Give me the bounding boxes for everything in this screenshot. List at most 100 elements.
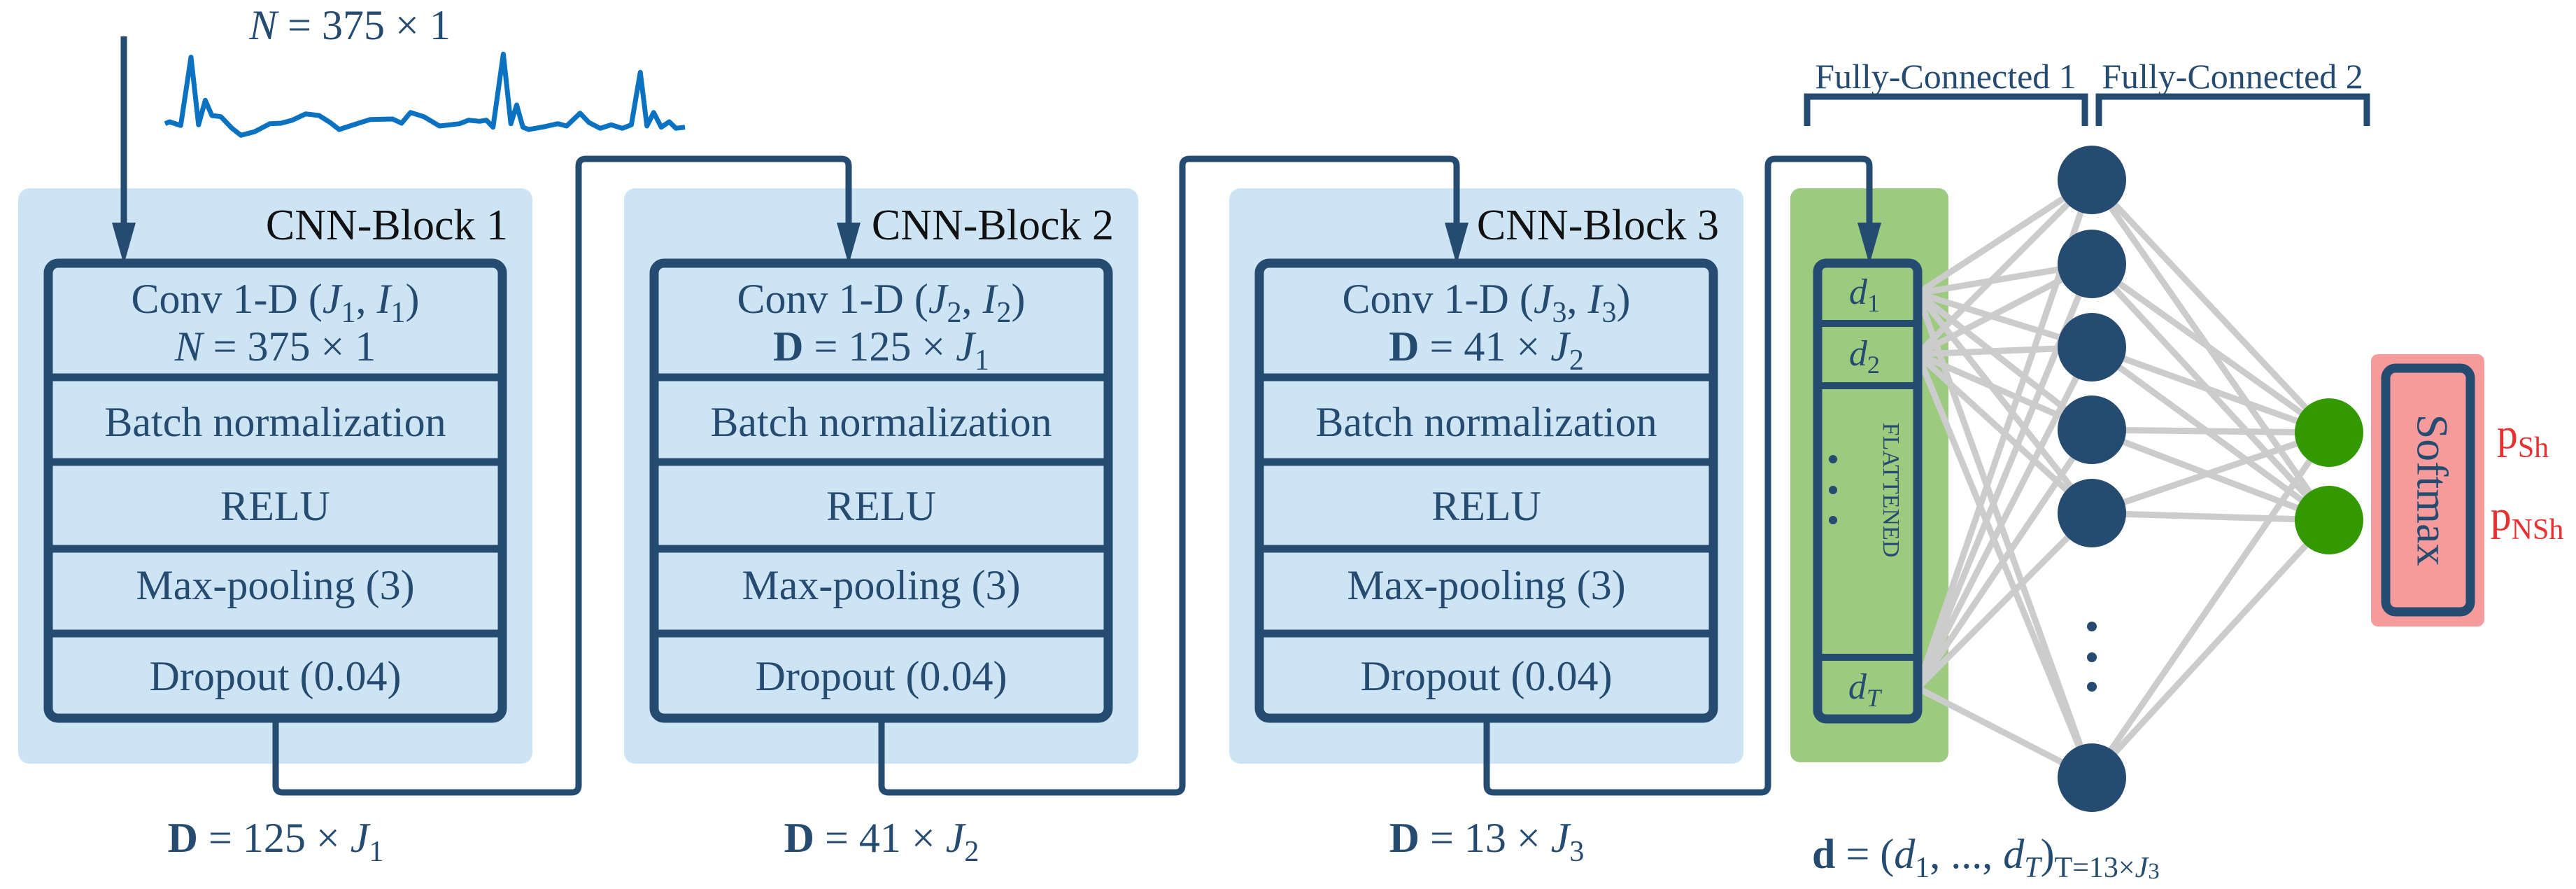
- flatten-d2-part: d: [1849, 334, 1868, 374]
- conv-layer-label-part: 1: [390, 297, 405, 329]
- connection-edge: [2089, 430, 2332, 780]
- ellipsis-dot: [2087, 682, 2097, 692]
- hidden-neuron: [2058, 743, 2126, 812]
- hidden-neuron: [2058, 479, 2126, 547]
- conv-layer-label-part: I: [376, 276, 392, 322]
- connection-edge: [2090, 429, 2330, 517]
- conv-layer-label: Conv 1-D (J1, I1): [132, 276, 420, 329]
- layer-label: Batch normalization: [710, 399, 1052, 445]
- flatten-vector-formula-part: 1: [1915, 852, 1930, 884]
- block-output-dim-part: J: [351, 815, 371, 861]
- conv-layer-label-part: ,: [961, 276, 982, 322]
- layer-label: Max-pooling (3): [136, 562, 414, 608]
- conv-layer-label-part: Conv 1-D (: [132, 276, 323, 322]
- conv-layer-label-part: 2: [996, 297, 1011, 329]
- block-connector-wire: [1483, 155, 1873, 796]
- softmax-label: Softmax: [2407, 414, 2457, 566]
- connection-edge: [1914, 292, 2095, 779]
- connection-edge: [1915, 510, 2095, 691]
- flatten-vector-formula-part: d: [1894, 831, 1916, 877]
- conv-layer-label-part: ,: [1566, 276, 1587, 322]
- fc1-bracket: [1804, 93, 2088, 126]
- connection-edge: [2090, 344, 2330, 436]
- fc2-label: Fully-Connected 2: [2102, 57, 2363, 96]
- conv-layer-label-part: 2: [947, 297, 961, 329]
- flatten-panel: [1790, 188, 1948, 762]
- layer-label: RELU: [220, 483, 330, 529]
- conv-input-dim-part: = 375 × 1: [203, 323, 376, 370]
- flatten-label: FLATTENED: [1878, 423, 1904, 558]
- arrow-head-icon: [1857, 223, 1881, 265]
- block-connector-wire: [272, 155, 852, 796]
- prob-non-shockable: pNSh: [2491, 493, 2564, 546]
- ellipsis-dot: [1829, 516, 1837, 524]
- conv-layer-label-part: J: [323, 276, 343, 322]
- conv-input-dim: D = 125 × J1: [773, 323, 989, 377]
- conv-layer-label-part: I: [982, 276, 998, 322]
- block-output-dim-part: J: [946, 815, 966, 861]
- conv-layer-label-part: I: [1587, 276, 1604, 322]
- conv-layer-label-part: ,: [355, 276, 376, 322]
- connection-edge: [1914, 345, 2095, 690]
- connection-edge: [2089, 177, 2332, 435]
- layer-label: Batch normalization: [1315, 399, 1657, 445]
- flatten-vector-formula-part: ): [2041, 831, 2055, 877]
- conv-input-dim: N = 375 × 1: [174, 323, 376, 370]
- cnn-block-title: CNN-Block 2: [872, 202, 1114, 249]
- conv-layer-label-part: J: [1534, 276, 1554, 322]
- block-output-dim: D = 41 × J2: [784, 815, 979, 868]
- conv-input-dim-part: = 125 ×: [804, 323, 956, 370]
- arrow-head-icon: [112, 223, 136, 265]
- conv-input-dim: D = 41 × J2: [1389, 323, 1584, 377]
- connection-edge: [2091, 426, 2330, 436]
- cnn-block-1: [18, 188, 532, 764]
- hidden-neuron: [2058, 146, 2126, 214]
- conv-layer-label-part: 1: [341, 297, 355, 329]
- flatten-vector-formula-part: T=13×: [2055, 852, 2135, 884]
- block-output-dim-part: J: [1551, 815, 1571, 861]
- hidden-neuron: [2058, 230, 2126, 298]
- prob-non-shockable-part: NSh: [2512, 514, 2564, 546]
- flatten-d2-part: 2: [1867, 351, 1880, 379]
- block-output-dim-part: = 41 ×: [814, 815, 946, 861]
- connection-edge: [1914, 353, 2095, 779]
- ecg-waveform-icon: [164, 51, 686, 138]
- conv-layer-label-part: J: [928, 276, 949, 322]
- layer-label: RELU: [826, 483, 936, 529]
- conv-layer-label-part: 3: [1601, 297, 1616, 329]
- flatten-d1: d1: [1849, 272, 1880, 317]
- cnn-block-title: CNN-Block 1: [266, 202, 508, 249]
- output-neuron: [2295, 398, 2363, 467]
- cnn-block-2: [624, 188, 1138, 764]
- layer-label: Dropout (0.04): [150, 653, 402, 699]
- cnn-block-3: [1229, 188, 1743, 764]
- cnn-block-title: CNN-Block 3: [1477, 202, 1719, 249]
- conv-input-dim-part: D: [1389, 323, 1419, 370]
- connection-edge: [2090, 261, 2331, 435]
- flatten-vector-formula-part: 3: [2148, 859, 2160, 884]
- connection-edge: [2091, 510, 2330, 524]
- flatten-vector-formula-part: = (: [1835, 831, 1894, 877]
- prob-shockable-part: p: [2497, 411, 2518, 457]
- flatten-dT-part: d: [1848, 667, 1867, 707]
- input-size-label: N = 375 × 1: [248, 2, 451, 48]
- connection-edge: [1915, 177, 2095, 357]
- flatten-vector-formula-part: d: [2003, 831, 2025, 877]
- ellipsis-dot: [1829, 455, 1837, 463]
- conv-input-dim-part: 1: [975, 344, 989, 377]
- block-output-dim-part: 2: [964, 836, 979, 868]
- fc1-label: Fully-Connected 1: [1815, 57, 2076, 96]
- ellipsis-dot: [2087, 622, 2097, 631]
- block-output-dim: D = 125 × J1: [168, 815, 384, 868]
- softmax-panel: [2371, 354, 2484, 626]
- conv-layer-label: Conv 1-D (J3, I3): [1343, 276, 1631, 329]
- flatten-d1-part: 1: [1867, 289, 1880, 317]
- conv-layer-label-part: ): [405, 276, 419, 322]
- layer-label: Dropout (0.04): [1361, 653, 1613, 699]
- flatten-vector-formula-part: d: [1812, 831, 1835, 877]
- flatten-vector-formula: d = (d1, ..., dT)T=13×J3: [1812, 831, 2160, 884]
- block-output-dim-part: D: [784, 815, 814, 861]
- prob-shockable: pSh: [2497, 411, 2549, 464]
- layer-label: Max-pooling (3): [1347, 562, 1625, 608]
